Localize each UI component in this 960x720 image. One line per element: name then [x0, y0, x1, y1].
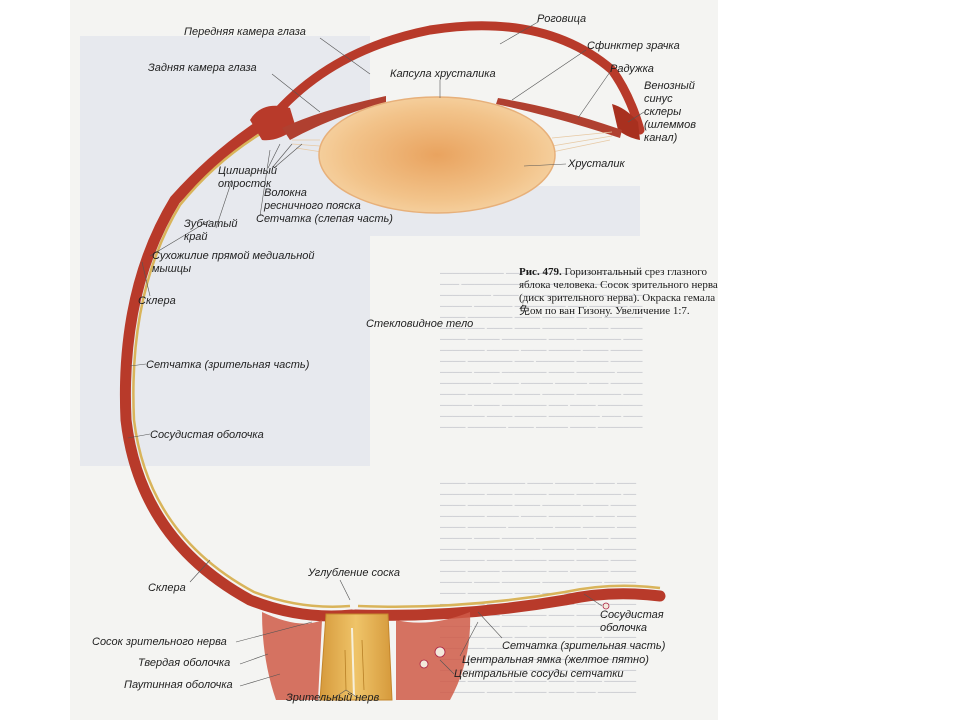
label-ciliary-process: Цилиарный отросток	[218, 165, 277, 190]
label-optic-papilla: Сосок зрительного нерва	[92, 636, 227, 648]
label-fovea: Центральная ямка (желтое пятно)	[462, 654, 649, 666]
figure-caption: Рис. 479. Горизонтальный срез глазного я…	[519, 266, 724, 318]
label-choroid-left: Сосудистая оболочка	[150, 429, 264, 441]
label-serrated-edge: Зубчатый край	[184, 218, 238, 243]
leader-lines	[127, 21, 645, 699]
iris-left	[282, 96, 386, 140]
label-anterior-chamber: Передняя камера глаза	[184, 26, 306, 38]
label-optic-nerve: Зрительный нерв	[286, 692, 380, 704]
label-retina-optic-right: Сетчатка (зрительная часть)	[502, 640, 666, 652]
label-medial-rectus-tendon: Сухожилие прямой медиальной мышцы	[152, 250, 315, 275]
label-central-vessels: Центральные сосуды сетчатки	[454, 668, 624, 680]
vessel	[419, 659, 429, 669]
label-sclera-top: Склера	[138, 295, 176, 307]
vessel	[434, 646, 446, 658]
zonule-fibers	[291, 131, 613, 153]
label-disc-excavation: Углубление соска	[308, 567, 400, 579]
label-vitreous-body: Стекловидное тело	[366, 318, 474, 330]
vessel	[602, 602, 610, 610]
label-lens-capsule: Капсула хрусталика	[390, 68, 496, 80]
optic-nerve-head	[319, 613, 393, 701]
label-retina-optic-left: Сетчатка (зрительная часть)	[146, 359, 310, 371]
label-cornea: Роговица	[537, 13, 587, 25]
dura-sheath-right	[396, 612, 471, 700]
label-retina-blind: Сетчатка (слепая часть)	[256, 213, 393, 225]
label-posterior-chamber: Задняя камера глаза	[148, 62, 257, 74]
bleedthrough-text: ────────── ─── ───── ────── ──── ── ─── …	[440, 268, 643, 432]
label-lens: Хрусталик	[568, 158, 625, 170]
figure-number: Рис. 479.	[519, 266, 562, 278]
label-sclera-bottom: Склера	[148, 582, 186, 594]
iris-right	[496, 98, 622, 138]
limbus-right	[612, 104, 640, 140]
choroid-layer	[132, 126, 661, 608]
label-venous-sinus: Венозный синус склеры (шлеммов канал)	[644, 80, 696, 144]
label-arachnoid: Паутинная оболочка	[124, 679, 233, 691]
label-iris: Радужка	[610, 63, 654, 75]
label-zonule-fibers: Волокна ресничного пояска	[264, 187, 361, 212]
label-pupil-sphincter: Сфинктер зрачка	[587, 40, 680, 52]
lens-body	[318, 96, 556, 214]
dura-sheath-left	[262, 612, 322, 700]
caption-text: Горизонтальный срез глазного яблока чело…	[519, 266, 718, 317]
label-choroid-right: Сосудистая оболочка	[600, 609, 664, 634]
label-dura-mater: Твердая оболочка	[138, 657, 231, 669]
sclera-layer	[119, 21, 666, 622]
